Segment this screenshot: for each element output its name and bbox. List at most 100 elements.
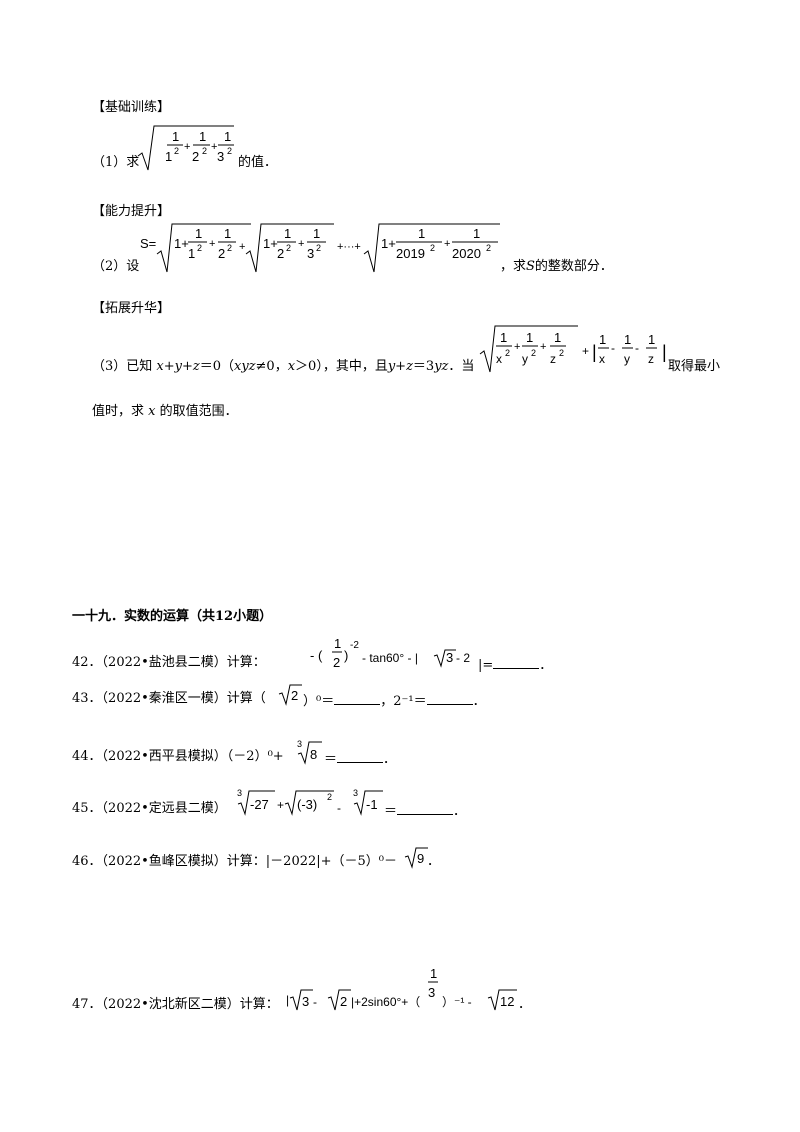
problem-43-label: 43．（2022•秦淮区一模）计算（ — [72, 691, 266, 706]
svg-text:+: + — [540, 341, 546, 353]
svg-text:|: | — [286, 993, 289, 1007]
svg-text:-27: -27 — [250, 797, 269, 812]
section-19-title: 一十九．实数的运算（共12小题） — [72, 609, 273, 624]
svg-text:1: 1 — [526, 330, 533, 345]
problem-46-tail: ． — [427, 854, 441, 869]
svg-text:2: 2 — [197, 243, 202, 253]
svg-text:): ) — [344, 648, 348, 663]
svg-text:2: 2 — [559, 348, 564, 358]
problem-42-blank[interactable] — [493, 656, 540, 669]
svg-text:- tan60° - |: - tan60° - | — [362, 651, 418, 665]
svg-text:3: 3 — [307, 246, 314, 261]
problem-44-blank[interactable] — [337, 750, 384, 763]
svg-text:2: 2 — [333, 655, 340, 670]
problem-45-expression: 3 -27 + (-3)2 - 3 -1 — [237, 788, 383, 816]
svg-text:1: 1 — [473, 226, 480, 241]
svg-text:1: 1 — [334, 636, 341, 651]
svg-text:+: + — [211, 141, 217, 153]
svg-text:|: | — [662, 342, 667, 362]
q1-prefix: （1）求 — [92, 155, 140, 170]
svg-text:2: 2 — [505, 348, 510, 358]
svg-text:1: 1 — [165, 149, 172, 164]
svg-text:2020: 2020 — [452, 246, 481, 261]
problem-47-tail: ． — [518, 997, 532, 1012]
svg-text:1: 1 — [624, 332, 631, 347]
svg-text:- 2: - 2 — [456, 651, 470, 665]
svg-text:2: 2 — [227, 146, 232, 156]
q3-condition: （3）已知 x+y+z＝0（xyz≠0，x＞0），其中，且y+z＝3yz．当 — [92, 359, 475, 374]
problem-44-cbrt8: 3 8 — [297, 739, 322, 765]
svg-text:1: 1 — [224, 129, 231, 144]
q2-suffix: ，求S的整数部分． — [500, 259, 613, 274]
svg-text:y: y — [522, 352, 528, 366]
svg-text:-2: -2 — [350, 640, 359, 651]
svg-text:+: + — [514, 341, 520, 353]
svg-text:1: 1 — [188, 246, 195, 261]
svg-text:+: + — [444, 238, 450, 250]
problem-45-blank[interactable] — [397, 802, 454, 815]
svg-text:3: 3 — [217, 149, 224, 164]
svg-text:2: 2 — [202, 146, 207, 156]
q3-line2: 值时，求 x 的取值范围． — [92, 404, 238, 419]
svg-text:1: 1 — [500, 330, 507, 345]
svg-text:3: 3 — [428, 985, 435, 1000]
svg-text:2: 2 — [227, 243, 232, 253]
svg-text:3: 3 — [353, 788, 358, 798]
svg-text:-: - — [337, 801, 341, 815]
svg-text:1: 1 — [199, 129, 206, 144]
svg-text:2: 2 — [277, 246, 284, 261]
svg-text:|: | — [592, 342, 597, 362]
section-extension: 【拓展升华】 — [92, 301, 171, 316]
svg-text:(-3): (-3) — [297, 797, 317, 812]
problem-43-sqrt2: 2 — [278, 684, 302, 706]
svg-text:S=: S= — [140, 236, 156, 251]
problem-44-label: 44．（2022•西平县模拟）（－2）⁰+ — [72, 749, 284, 764]
svg-text:x: x — [599, 352, 605, 366]
problem-42-label: 42．（2022•盐池县二模）计算： — [72, 655, 266, 670]
svg-text:9: 9 — [417, 851, 424, 866]
svg-text:-: - — [611, 341, 615, 355]
svg-text:1+: 1+ — [381, 236, 396, 251]
problem-43-blank-2[interactable] — [426, 692, 473, 705]
problem-46-label: 46．（2022•鱼峰区模拟）计算：|－2022|+（－5）⁰－ — [72, 854, 398, 869]
svg-text:+: + — [209, 238, 215, 250]
svg-text:1: 1 — [195, 226, 202, 241]
svg-text:+: + — [239, 241, 245, 253]
svg-text:+···+: +···+ — [337, 241, 361, 253]
svg-text:+: + — [582, 344, 589, 358]
svg-text:3: 3 — [446, 650, 453, 665]
q2-prefix: （2）设 — [92, 259, 140, 274]
problem-45-label: 45．（2022•定远县二模） — [72, 801, 227, 816]
svg-text:+: + — [184, 141, 190, 153]
svg-text:1: 1 — [648, 332, 655, 347]
svg-text:1: 1 — [284, 226, 291, 241]
svg-text:2: 2 — [430, 243, 435, 253]
svg-text:1: 1 — [430, 966, 437, 981]
section-ability-improvement: 【能力提升】 — [92, 204, 171, 219]
svg-text:1: 1 — [599, 332, 606, 347]
problem-43-blank-1[interactable] — [334, 692, 381, 705]
svg-text:|+2sin60°+（: |+2sin60°+（ — [351, 995, 420, 1009]
svg-text:2: 2 — [340, 994, 347, 1009]
svg-text:1+: 1+ — [174, 236, 189, 251]
svg-text:+: + — [298, 238, 304, 250]
svg-text:2: 2 — [531, 348, 536, 358]
svg-text:2: 2 — [192, 149, 199, 164]
svg-text:2: 2 — [174, 146, 179, 156]
svg-text:2: 2 — [286, 243, 291, 253]
svg-text:8: 8 — [310, 747, 317, 762]
problem-47-expression: | 3 - 2 |+2sin60°+（ 1 3 ）⁻¹ - 12 — [286, 966, 517, 1011]
svg-text:-: - — [635, 341, 639, 355]
problem-46-sqrt9: 9 — [404, 847, 428, 869]
q1-suffix: 的值． — [238, 155, 278, 170]
problem-44-answer: ＝． — [324, 750, 397, 767]
svg-text:1: 1 — [554, 330, 561, 345]
svg-text:-: - — [313, 995, 317, 1009]
svg-text:12: 12 — [500, 994, 514, 1009]
svg-text:1: 1 — [224, 226, 231, 241]
svg-text:z: z — [648, 352, 654, 366]
problem-42-answer: |=． — [478, 656, 553, 673]
